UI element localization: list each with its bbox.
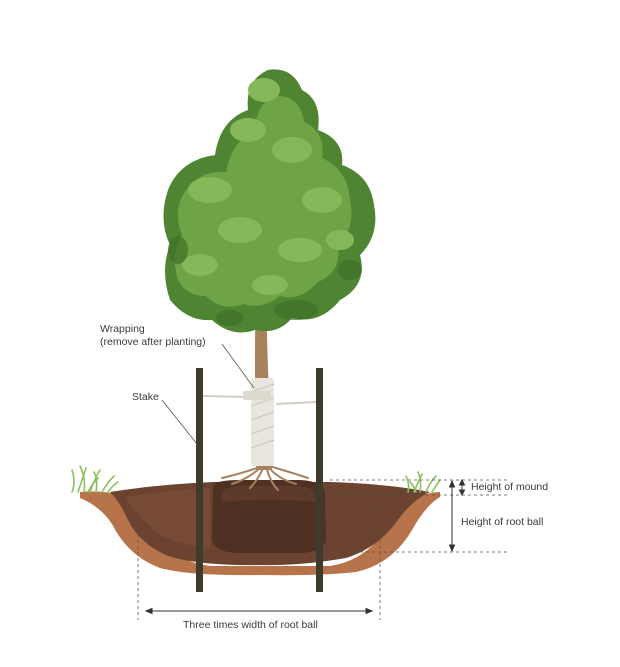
stake-label: Stake: [132, 391, 159, 403]
height-of-root-ball-label: Height of root ball: [461, 516, 544, 528]
dimension-arrows: [144, 478, 466, 615]
grass-right: [405, 471, 441, 493]
height-of-mound-label: Height of mound: [471, 481, 549, 493]
hole-width-label: Three times width of root ball: [183, 619, 318, 631]
stake-left: [196, 368, 203, 592]
tree-canopy: [163, 69, 376, 333]
wrapping-label-line2: (remove after planting): [100, 336, 206, 348]
callout-lines: [161, 343, 255, 445]
planting-hole: [80, 480, 440, 576]
stake-ties: [202, 395, 317, 405]
wrapping-leader: [221, 343, 255, 389]
stake-leader: [161, 399, 198, 445]
wrapping-label-line1: Wrapping: [100, 323, 145, 335]
canopy-shadows: [168, 236, 362, 326]
grass-left: [71, 465, 119, 493]
backfill-shading: [125, 488, 210, 548]
root-ball-highlight: [222, 486, 316, 502]
wrapping-label: Wrapping (remove after planting): [100, 323, 206, 349]
tie-clip: [243, 391, 271, 400]
canopy-highlights: [182, 78, 354, 295]
stake-right: [316, 368, 323, 592]
dimension-guides: [137, 479, 510, 620]
